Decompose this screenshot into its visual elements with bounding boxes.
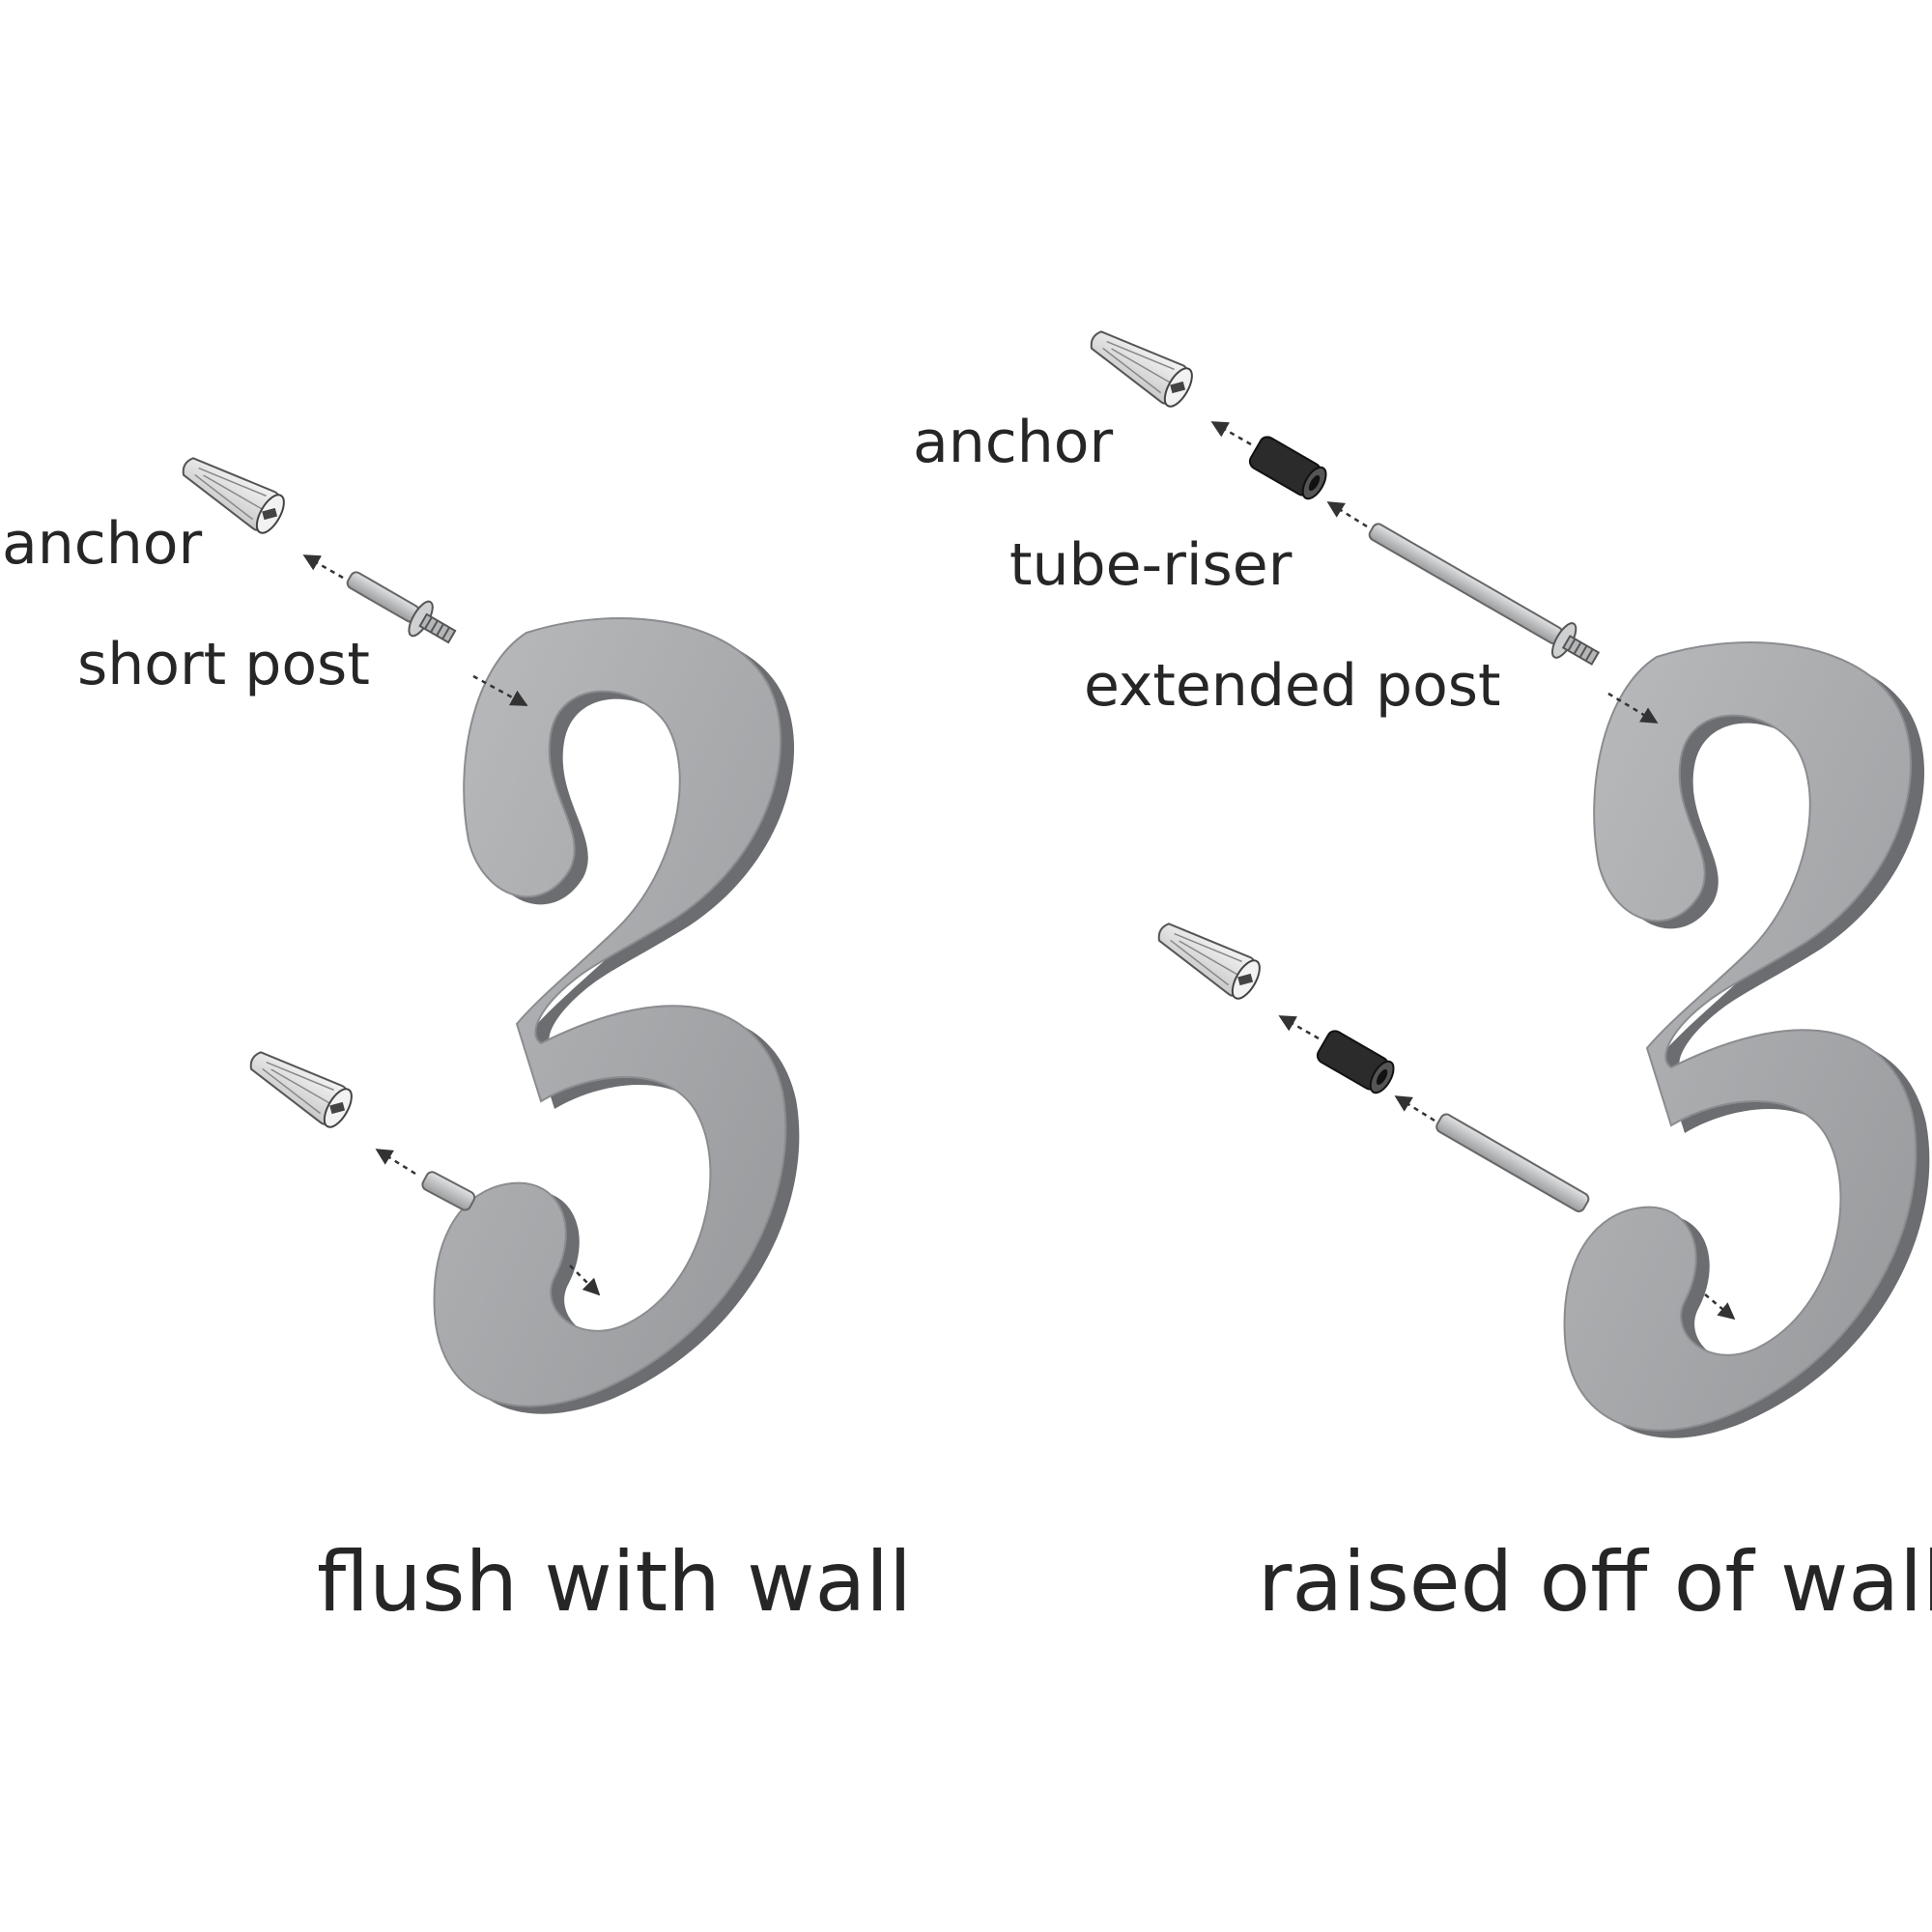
right-assembly bbox=[1081, 318, 1930, 1438]
right-anchor-label: anchor bbox=[913, 409, 1114, 476]
right-top-anchor bbox=[1081, 318, 1199, 412]
left-numeral-three bbox=[433, 617, 800, 1414]
left-assembly bbox=[173, 444, 800, 1414]
right-extended-post-label: extended post bbox=[1084, 652, 1501, 720]
left-top-arrow-to-numeral bbox=[472, 674, 528, 707]
right-numeral-three bbox=[1563, 641, 1930, 1438]
right-top-tube-riser bbox=[1248, 436, 1327, 500]
right-bottom-arrow-to-riser bbox=[1394, 1094, 1435, 1122]
right-bottom-arrow-to-numeral bbox=[1704, 1293, 1736, 1321]
left-caption: flush with wall bbox=[317, 1534, 912, 1631]
left-bottom-post bbox=[421, 1171, 476, 1211]
right-extended-post bbox=[1368, 523, 1601, 666]
left-short-post bbox=[346, 571, 457, 644]
right-bottom-anchor bbox=[1149, 910, 1266, 1005]
right-caption: raised off of wall bbox=[1258, 1534, 1932, 1631]
left-top-arrow-to-anchor bbox=[302, 554, 344, 580]
right-bottom-post bbox=[1435, 1113, 1590, 1212]
right-bottom-tube-riser bbox=[1316, 1030, 1395, 1094]
right-top-arrow-to-anchor bbox=[1210, 420, 1252, 446]
left-short-post-label: short post bbox=[77, 631, 370, 698]
right-bottom-arrow-to-anchor bbox=[1278, 1014, 1320, 1040]
left-bottom-arrow-to-anchor bbox=[375, 1148, 416, 1176]
left-anchor-label: anchor bbox=[2, 510, 203, 578]
left-bottom-arrow-to-numeral bbox=[569, 1264, 601, 1296]
right-tube-riser-label: tube-riser bbox=[1009, 531, 1293, 599]
left-bottom-anchor bbox=[241, 1038, 358, 1133]
right-top-arrow-to-riser bbox=[1326, 500, 1368, 528]
